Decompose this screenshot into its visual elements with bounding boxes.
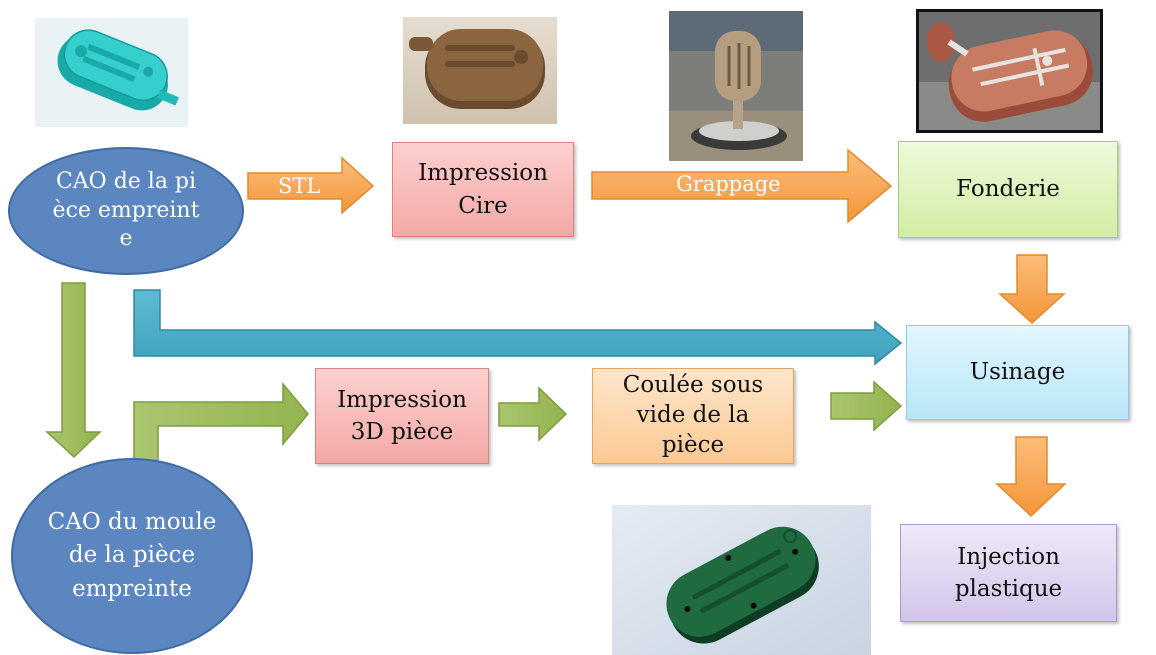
arrow-fonderie-usinage	[998, 254, 1066, 325]
node-fonderie: Fonderie	[898, 141, 1118, 238]
arrow-cao-usinage	[133, 289, 903, 366]
foundry-part-photo	[916, 9, 1103, 133]
arrow-coulee-usinage	[830, 380, 903, 432]
node-cao-piece-label: CAO de la pièce empreinte	[52, 169, 200, 252]
arrow-usinage-injection	[995, 436, 1067, 518]
node-impression-cire-label: Impression Cire	[418, 160, 548, 219]
cad-model-photo	[35, 18, 188, 127]
arrow-cao-moule	[45, 282, 102, 459]
node-cao-moule-label: CAO du moule de la pièce empreinte	[47, 508, 217, 602]
node-impression-cire: Impression Cire	[392, 142, 574, 237]
arrow-stl	[247, 156, 375, 215]
node-usinage-label: Usinage	[969, 359, 1066, 386]
arrow-moule-impression3d	[133, 381, 309, 471]
node-impression-3d-label: Impression 3D pièce	[337, 386, 467, 445]
plastic-part-photo	[612, 505, 871, 655]
node-coulee-label: Coulée sous vide de la pièce	[622, 372, 764, 458]
wax-print-photo	[403, 17, 557, 124]
node-cao-piece: CAO de la pièce empreinte	[8, 147, 244, 275]
arrow-impression-coulee	[498, 386, 568, 442]
node-coulee: Coulée sous vide de la pièce	[592, 368, 794, 464]
node-cao-moule: CAO du moule de la pièce empreinte	[11, 458, 253, 654]
casting-tree-photo	[669, 11, 803, 161]
node-usinage: Usinage	[906, 325, 1129, 420]
node-injection: Injection plastique	[900, 524, 1117, 622]
node-fonderie-label: Fonderie	[956, 176, 1060, 203]
arrow-grappage	[591, 148, 893, 224]
arrow-label-stl: STL	[278, 174, 321, 198]
arrow-label-grappage: Grappage	[676, 172, 781, 196]
node-injection-label: Injection plastique	[954, 543, 1063, 602]
node-impression-3d: Impression 3D pièce	[315, 368, 489, 464]
